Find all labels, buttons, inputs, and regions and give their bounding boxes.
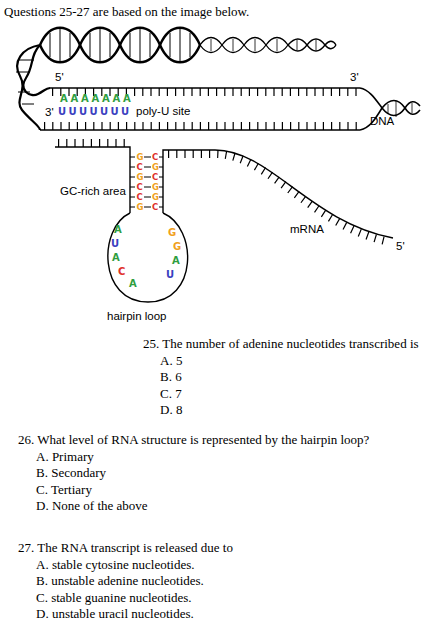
base-letter: A xyxy=(113,94,121,104)
strand-end: 3' xyxy=(45,107,54,119)
strand-end: 3' xyxy=(350,72,359,84)
structure-label: hairpin loop xyxy=(107,311,166,323)
dna-strand xyxy=(40,28,200,63)
base-letter: G xyxy=(152,193,159,202)
base-letter: C xyxy=(137,163,143,172)
answer-option: D. 8 xyxy=(160,403,182,416)
base-letter: A xyxy=(172,256,180,266)
dna-strand xyxy=(200,38,336,53)
base-letter: C xyxy=(137,193,143,202)
rna-strand xyxy=(55,143,393,302)
base-letter: A xyxy=(114,225,122,235)
base-letter: U xyxy=(58,107,66,117)
base-letter: G xyxy=(168,228,176,238)
base-letter: G xyxy=(152,163,159,172)
base-letter: U xyxy=(100,107,108,117)
base-letter: A xyxy=(60,94,68,104)
answer-option: A. stable cytosine nucleotides. xyxy=(36,558,195,571)
question: 27. The RNA transcript is released due t… xyxy=(18,541,233,554)
base-letter: A xyxy=(81,94,89,104)
hairpin-loop-outline xyxy=(108,213,188,302)
title: Questions 25-27 are based on the image b… xyxy=(4,5,249,18)
base-letter: U xyxy=(79,107,87,117)
site-label: poly-U site xyxy=(136,106,190,118)
molecule-label: DNA xyxy=(370,116,394,128)
answer-option: A. Primary xyxy=(36,450,94,463)
base-letter: A xyxy=(112,253,120,263)
dna-helix xyxy=(16,28,420,130)
region-label: GC-rich area xyxy=(60,186,126,198)
answer-option: C. Tertiary xyxy=(36,483,92,496)
base-letter: A xyxy=(129,279,137,289)
base-letter: G xyxy=(137,153,144,162)
strand-ticks xyxy=(58,139,128,147)
answer-option: D. unstable uracil nucleotides. xyxy=(36,607,194,620)
answer-option: B. 6 xyxy=(160,370,182,383)
strand-ticks xyxy=(44,122,358,130)
base-letter: U xyxy=(69,107,77,117)
answer-option: D. None of the above xyxy=(36,499,148,512)
strand-ticks xyxy=(168,154,390,242)
base-letter: A xyxy=(123,94,131,104)
base-letter: G xyxy=(137,173,144,182)
rna-backbone xyxy=(55,147,130,213)
rna-backbone xyxy=(163,150,393,238)
base-rungs xyxy=(211,39,316,51)
dna-strand xyxy=(50,87,360,88)
dna-strand xyxy=(360,101,420,131)
question: 25. The number of adenine nucleotides tr… xyxy=(143,337,419,350)
base-rungs xyxy=(50,28,190,62)
answer-option: B. unstable adenine nucleotides. xyxy=(36,574,204,587)
base-rungs xyxy=(16,60,34,104)
molecule-label: mRNA xyxy=(290,224,324,236)
strand-end: 5' xyxy=(55,72,64,84)
base-letter: G xyxy=(173,242,181,252)
base-letter: A xyxy=(71,94,79,104)
base-letter: U xyxy=(111,239,119,249)
base-letter: C xyxy=(152,153,158,162)
strand-end: 5' xyxy=(396,241,405,253)
base-letter: U xyxy=(90,107,98,117)
base-letter: C xyxy=(118,267,125,277)
answer-option: C. 7 xyxy=(160,387,182,400)
answer-option: B. Secondary xyxy=(36,466,106,479)
question: 26. What level of RNA structure is repre… xyxy=(18,433,369,446)
base-letter: U xyxy=(166,270,174,280)
stem-bonds xyxy=(130,157,163,207)
dna-strand xyxy=(200,38,336,53)
answer-option: A. 5 xyxy=(160,354,182,367)
base-letter: C xyxy=(137,183,143,192)
base-letter: G xyxy=(152,183,159,192)
base-letter: C xyxy=(152,203,158,212)
dna-strand xyxy=(40,28,200,63)
dna-strand xyxy=(23,45,50,95)
base-letter: U xyxy=(111,107,119,117)
open-bubble xyxy=(40,88,360,130)
base-letter: C xyxy=(152,173,158,182)
answer-option: C. stable guanine nucleotides. xyxy=(36,591,192,604)
base-letter: G xyxy=(137,203,144,212)
base-letter: U xyxy=(121,107,129,117)
base-rungs xyxy=(388,101,412,117)
base-letter: A xyxy=(92,94,100,104)
base-letter: A xyxy=(102,94,110,104)
dna-strand xyxy=(17,45,40,130)
